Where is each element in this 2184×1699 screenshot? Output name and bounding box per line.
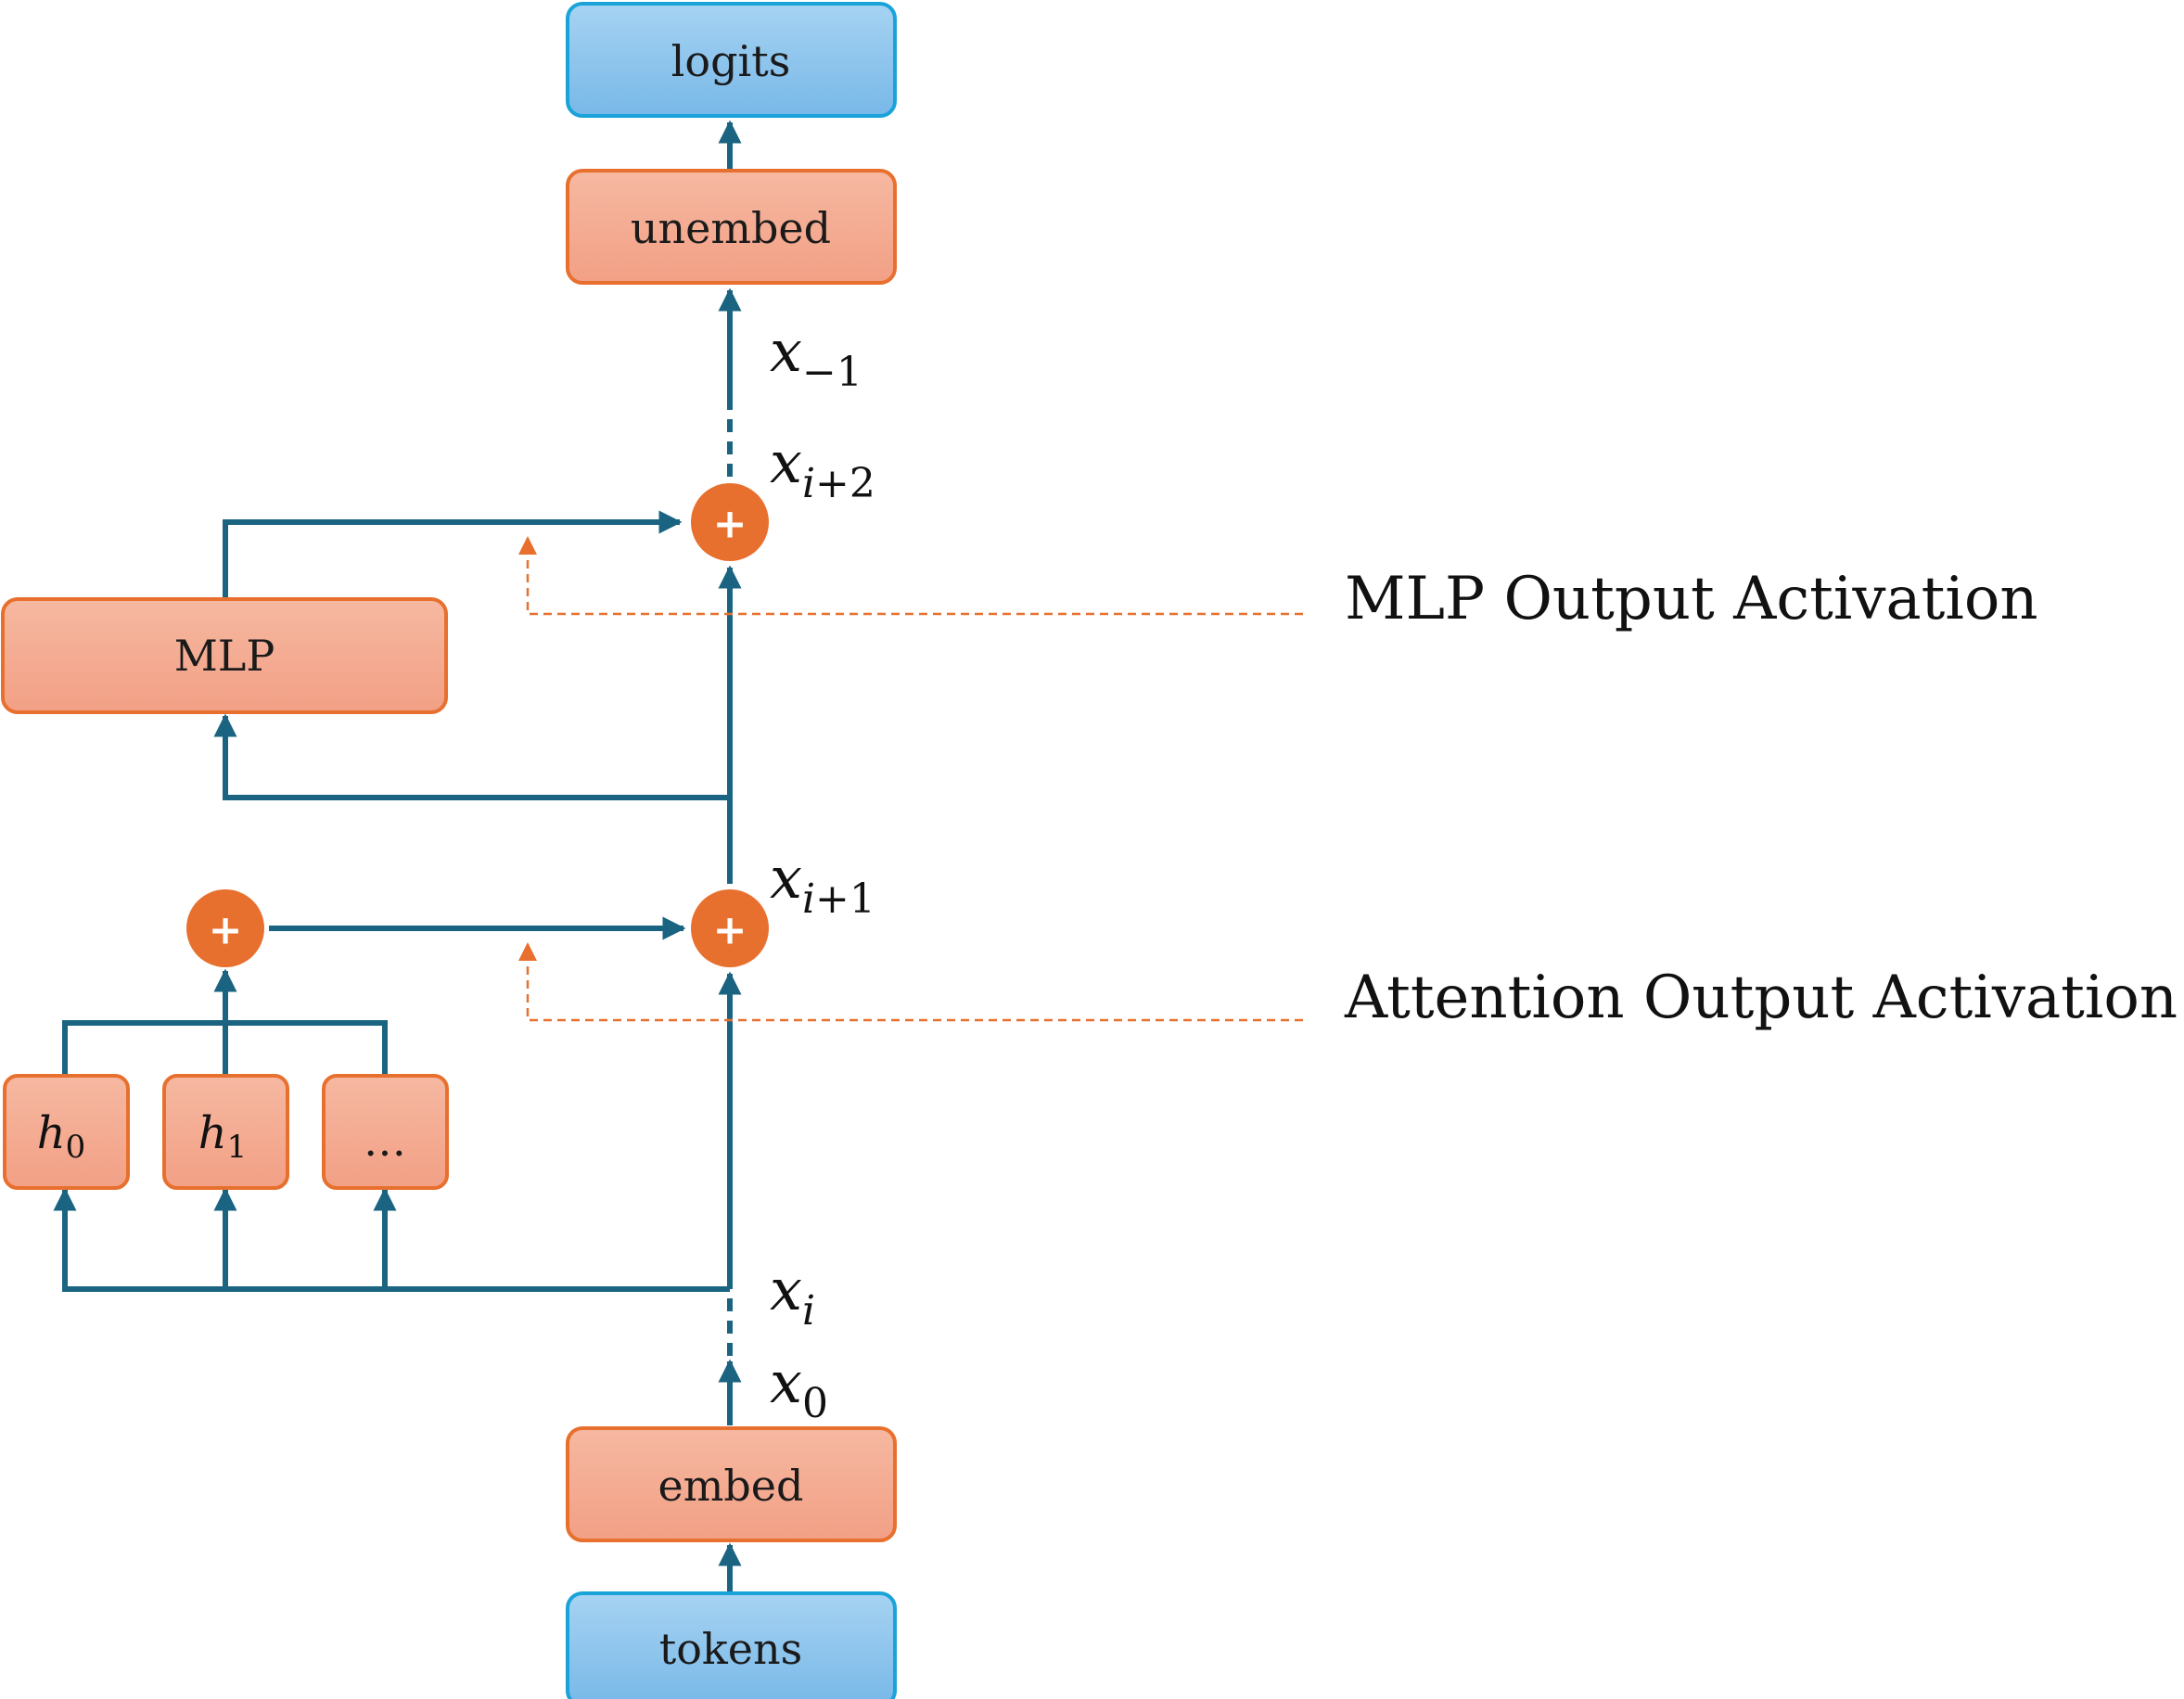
plus-icon: + [209, 907, 243, 954]
attention-activation-pointer [518, 942, 1303, 1022]
residual-stream-lines [53, 120, 742, 1593]
unembed-label: unembed [631, 203, 831, 253]
plus-icon: + [713, 907, 747, 954]
head-ellipsis-label: … [364, 1116, 406, 1166]
mlp-label: MLP [174, 631, 275, 681]
tokens-label: tokens [659, 1624, 803, 1674]
logits-label: logits [671, 36, 791, 86]
unembed-box: unembed [566, 169, 897, 285]
mlp-output-activation-label: MLP Output Activation [1345, 565, 2038, 633]
head-0-label: h0 [37, 1107, 86, 1166]
mlp-box: MLP [1, 597, 448, 714]
plus-icon: + [713, 501, 747, 548]
label-x-0: x0 [770, 1348, 828, 1427]
head-1-label: h1 [198, 1107, 248, 1166]
mlp-input-line [213, 713, 730, 800]
adder-residual-lower: + [691, 889, 769, 967]
head-box-1: h1 [162, 1074, 289, 1190]
annotation-pointers [518, 536, 1303, 1022]
head-box-0: h0 [3, 1074, 130, 1190]
attention-output-activation-label: Attention Output Activation [1344, 964, 2178, 1032]
adder-residual-upper: + [691, 483, 769, 561]
mlp-activation-pointer [518, 536, 1303, 616]
label-x-last: x−1 [770, 317, 862, 396]
label-x-i-plus-1: xi+1 [770, 844, 875, 923]
tokens-box: tokens [566, 1591, 897, 1699]
embed-label: embed [658, 1461, 804, 1511]
label-x-i-plus-2: xi+2 [770, 428, 875, 507]
logits-box: logits [566, 2, 897, 118]
label-x-i: xi [770, 1256, 815, 1335]
mlp-output-line [223, 510, 683, 598]
head-box-ellipsis: … [322, 1074, 449, 1190]
embed-box: embed [566, 1426, 897, 1542]
heads-input-bus [53, 1187, 730, 1292]
adder-heads: + [186, 889, 264, 967]
